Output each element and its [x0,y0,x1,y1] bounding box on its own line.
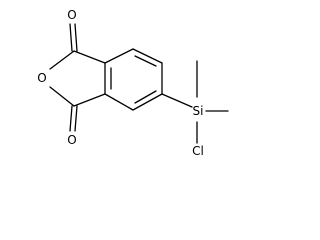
bond-carbonyl-top-ring-oxygen [49,50,75,70]
double-bond-c3-c4 [134,90,157,104]
double-bond-carbonyl-top-a [69,23,73,52]
bond-c1-c2 [132,48,163,64]
anhydride-ring [49,23,106,132]
atom-labels: O O O Si Cl [37,8,204,158]
double-bond-carbonyl-bottom-a [69,105,73,132]
ring-oxygen-label: O [37,71,46,85]
bond-c3-c4 [132,93,163,111]
bond-c6-carbonyl-top [73,50,106,64]
carbonyl-oxygen-bottom-label: O [67,133,76,147]
chlorine-label: Cl [192,144,204,158]
bond-c4-c5 [104,93,134,111]
benzene-ring [104,48,163,111]
carbonyl-oxygen-top-label: O [67,8,76,22]
molecule-structure: O O O Si Cl [37,8,229,158]
bond-c3-silicon [161,93,193,108]
double-bond-carbonyl-bottom-b [74,105,78,132]
double-bond-carbonyl-top-b [74,23,78,52]
bond-c6-c1 [104,48,134,64]
silicon-label: Si [193,104,204,118]
bond-carbonyl-bottom-ring-oxygen [49,86,75,107]
bond-c5-carbonyl-bottom [73,93,106,107]
silyl-group [161,60,229,144]
double-bond-c1-c2 [134,55,157,67]
